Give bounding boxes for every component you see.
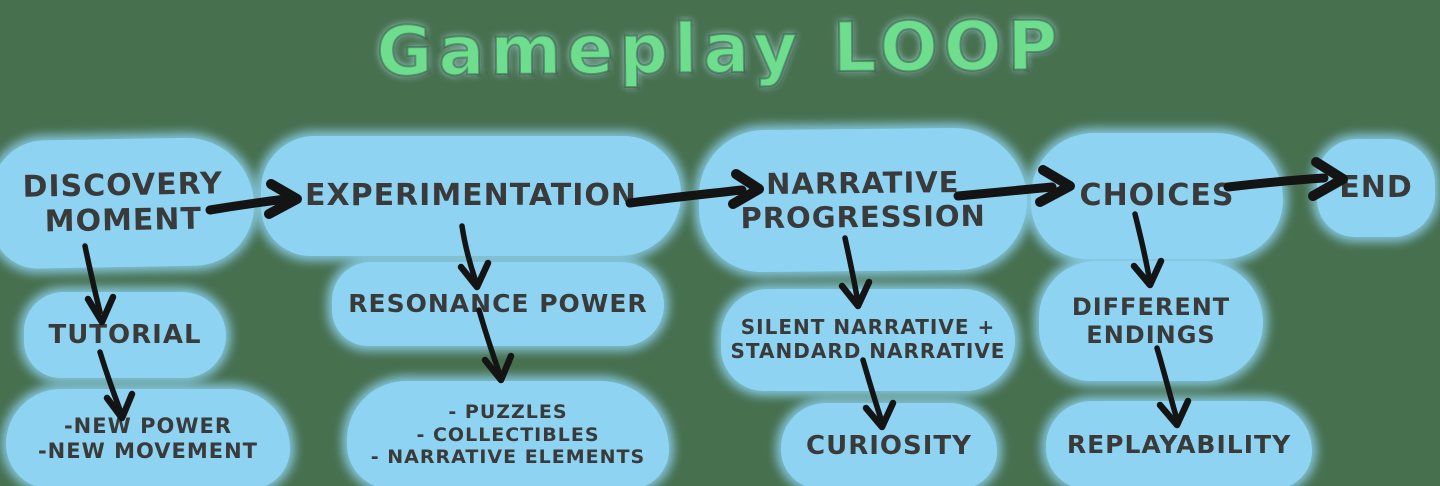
node-resonance-power-label: RESONANCE POWER	[348, 289, 648, 319]
node-curiosity-label: CURIOSITY	[806, 430, 972, 461]
arrow-different-endings-to-replayability	[1154, 345, 1192, 429]
node-tutorial: TUTORIAL	[24, 292, 226, 378]
arrow-narrative-types-to-curiosity	[860, 357, 897, 431]
node-new-power-new-movement: -NEW POWER -NEW MOVEMENT	[6, 389, 290, 486]
arrow-discovery-to-experimentation	[205, 179, 302, 219]
node-experimentation-label: EXPERIMENTATION	[304, 178, 638, 214]
arrow-experimentation-to-resonance	[457, 223, 492, 291]
node-replayability-label: REPLAYABILITY	[1066, 430, 1292, 460]
arrow-resonance-to-mechanics	[476, 307, 515, 384]
arrow-experimentation-to-narrative	[625, 169, 764, 209]
node-choices-label: CHOICES	[1079, 178, 1235, 214]
diagram-title: Gameplay LOOP	[375, 6, 1064, 93]
node-different-endings-label: DIFFERENT ENDINGS	[1071, 292, 1231, 349]
node-mechanics-list: - PUZZLES - COLLECTIBLES - NARRATIVE ELE…	[347, 381, 669, 486]
node-new-power-new-movement-label: -NEW POWER -NEW MOVEMENT	[37, 414, 259, 463]
node-tutorial-label: TUTORIAL	[48, 319, 202, 350]
arrow-narrative-to-narrative-types	[838, 235, 873, 310]
node-resonance-power: RESONANCE POWER	[332, 262, 664, 346]
arrow-narrative-to-choices	[953, 165, 1075, 207]
arrow-choices-to-different-endings	[1130, 211, 1165, 289]
node-mechanics-list-label: - PUZZLES - COLLECTIBLES - NARRATIVE ELE…	[370, 401, 646, 469]
node-experimentation: EXPERIMENTATION	[261, 136, 681, 256]
arrow-discovery-to-tutorial	[82, 243, 117, 326]
arrow-tutorial-to-new-power	[97, 349, 136, 422]
arrow-choices-to-end	[1223, 157, 1348, 201]
node-narrative-types-label: SILENT NARRATIVE + STANDARD NARRATIVE	[730, 315, 1006, 363]
node-end-label: END	[1339, 170, 1413, 206]
node-choices: CHOICES	[1031, 133, 1283, 259]
